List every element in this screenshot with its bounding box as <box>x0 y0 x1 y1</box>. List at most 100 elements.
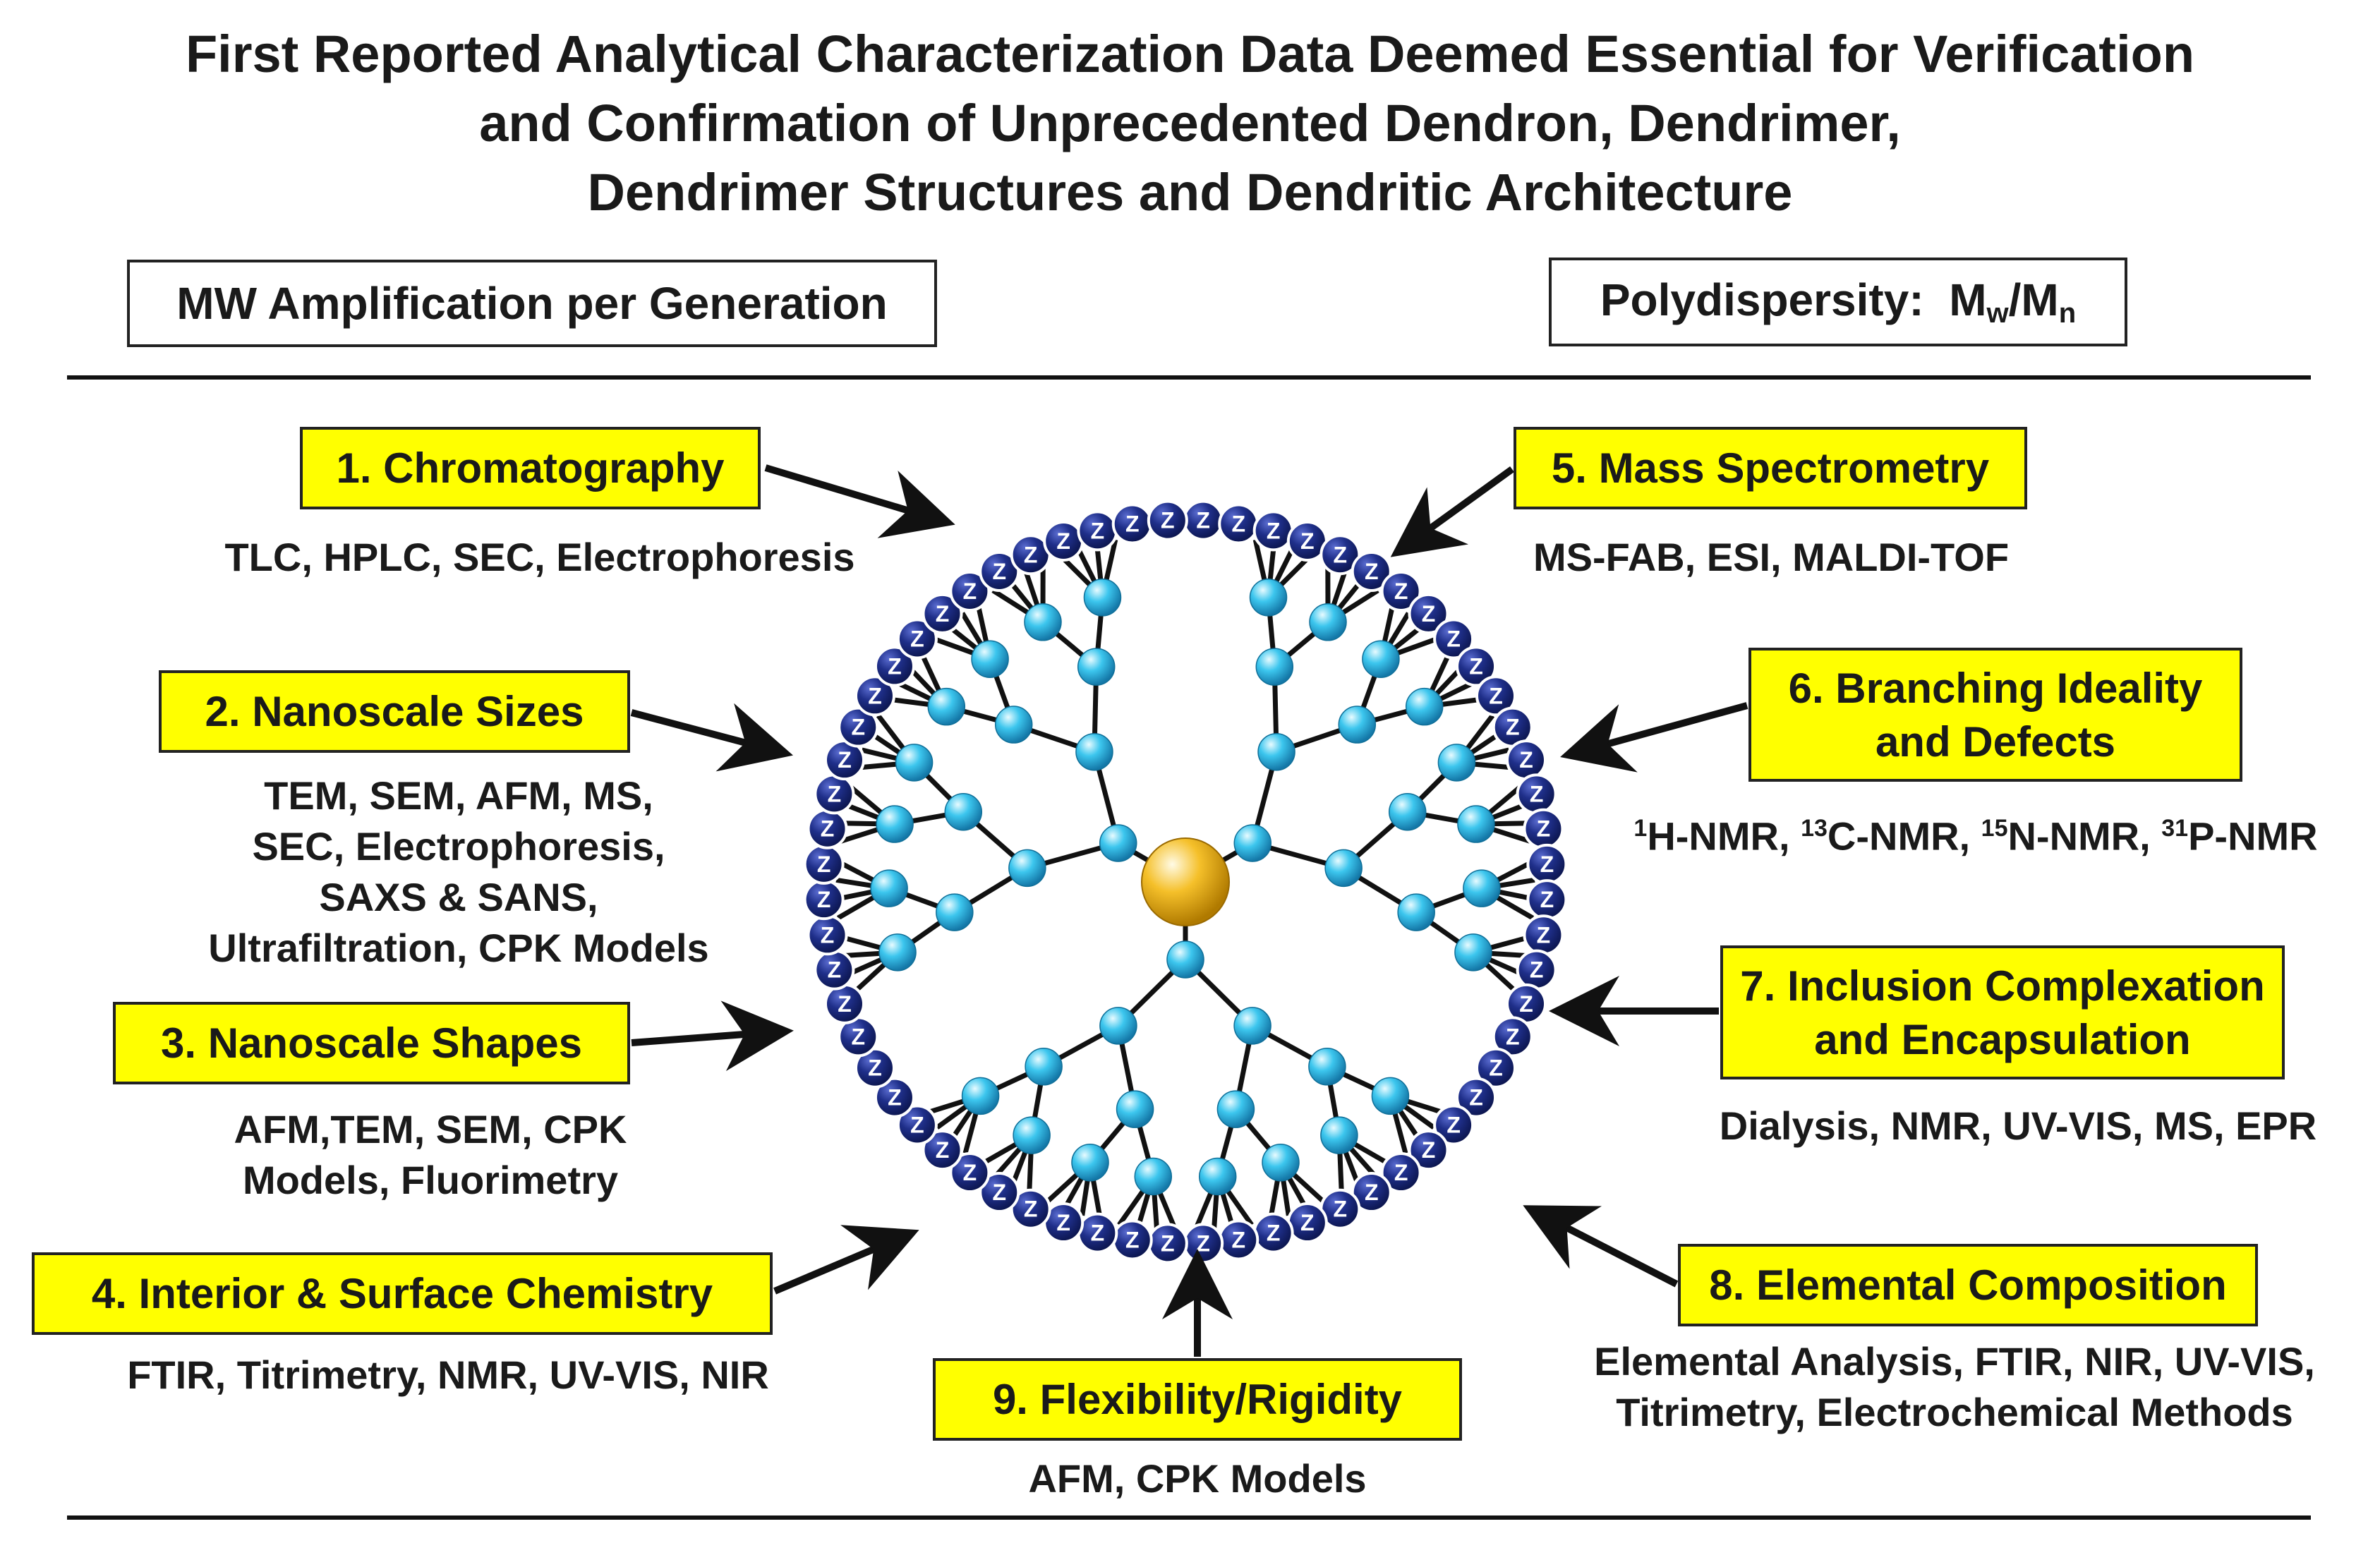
tech-nanoscale-sizes: TEM, SEM, AFM, MS, SEC, Electrophoresis,… <box>141 770 776 974</box>
branch-point-node <box>1309 603 1347 641</box>
svg-text:Z: Z <box>1024 542 1038 567</box>
svg-text:Z: Z <box>1300 528 1315 554</box>
surface-group-z: Z <box>1516 949 1557 991</box>
tech-nanoscale-sizes-line-4: Ultrafiltration, CPK Models <box>208 926 709 970</box>
tech-nanoscale-sizes-line-2: SEC, Electrophoresis, <box>252 824 665 869</box>
branch-point-node <box>876 805 914 843</box>
surface-group-z: Z <box>1043 520 1085 562</box>
svg-text:Z: Z <box>838 747 852 773</box>
branch-point-node <box>1262 1143 1300 1182</box>
surface-group-z: Z <box>896 1104 938 1146</box>
branch-point-node <box>1116 1090 1154 1128</box>
surface-group-z: Z <box>823 739 865 781</box>
tech-inclusion: Dialysis, NMR, UV-VIS, MS, EPR <box>1672 1101 2364 1151</box>
svg-text:Z: Z <box>1231 512 1245 537</box>
branch-point-node <box>994 706 1033 744</box>
branch-point-node <box>895 744 934 782</box>
method-surface-chemistry: 4. Interior & Surface Chemistry <box>32 1252 773 1335</box>
surface-group-z: Z <box>1319 1188 1361 1230</box>
svg-text:Z: Z <box>1365 559 1379 584</box>
nmr-1h: H-NMR, <box>1647 813 1801 859</box>
bottom-divider <box>67 1515 2311 1520</box>
polydispersity-n: n <box>2058 298 2077 329</box>
branch-point-node <box>1024 603 1062 641</box>
title-line-3: Dendrimer Structures and Dendritic Archi… <box>587 163 1793 222</box>
branch-point-node <box>1437 744 1476 782</box>
branch-point-node <box>1099 1007 1137 1045</box>
svg-text:Z: Z <box>1394 1160 1408 1185</box>
tech-nanoscale-shapes-line-1: AFM,TEM, SEM, CPK <box>234 1107 627 1151</box>
tech-surface-chemistry-line: FTIR, Titrimetry, NMR, UV-VIS, NIR <box>127 1353 769 1397</box>
nmr-15n: N-NMR, <box>2007 813 2162 859</box>
surface-group-z: Z <box>1456 646 1497 687</box>
surface-group-z: Z <box>1408 593 1449 634</box>
arrow-nanoscale-shapes <box>631 1000 794 1072</box>
surface-group-z: Z <box>854 1047 895 1089</box>
top-divider <box>67 375 2311 380</box>
surface-group-z: Z <box>1147 500 1188 541</box>
svg-text:Z: Z <box>1125 512 1140 537</box>
nmr-isotope-1h: 1 <box>1633 815 1648 842</box>
svg-text:Z: Z <box>1125 1227 1140 1252</box>
surface-group-z: Z <box>1183 500 1224 541</box>
svg-text:Z: Z <box>992 1180 1006 1205</box>
svg-text:Z: Z <box>868 683 882 708</box>
surface-group-z: Z <box>807 914 848 956</box>
method-branching-label-1: 6. Branching Ideality <box>1788 665 2203 712</box>
svg-text:Z: Z <box>1530 957 1544 983</box>
surface-group-z: Z <box>1252 510 1294 552</box>
svg-text:Z: Z <box>1422 601 1436 627</box>
mw-amplification-label: MW Amplification per Generation <box>176 278 888 329</box>
branch-point-node <box>1083 579 1122 617</box>
method-chromatography-label: 1. Chromatography <box>336 444 725 492</box>
surface-group-z: Z <box>949 570 991 612</box>
surface-group-z: Z <box>1456 1077 1497 1118</box>
surface-group-z: Z <box>807 808 848 849</box>
tech-chromatography-line: TLC, HPLC, SEC, Electrophoresis <box>224 535 855 579</box>
method-inclusion-label-2: and Encapsulation <box>1814 1016 2191 1063</box>
method-inclusion-label-1: 7. Inclusion Complexation <box>1740 962 2265 1010</box>
svg-text:Z: Z <box>1519 991 1533 1017</box>
branch-point-node <box>1371 1077 1410 1115</box>
surface-group-z: Z <box>1218 503 1260 545</box>
surface-group-z: Z <box>1492 706 1533 748</box>
branch-point-node <box>1320 1116 1358 1154</box>
surface-group-z: Z <box>1111 1219 1153 1261</box>
svg-text:Z: Z <box>1231 1227 1245 1252</box>
svg-text:Z: Z <box>1334 542 1348 567</box>
arrow-elemental <box>1523 1205 1679 1288</box>
branch-point-node <box>936 893 974 931</box>
branch-point-node <box>927 687 966 726</box>
svg-text:Z: Z <box>1300 1210 1315 1235</box>
surface-group-z: Z <box>1319 534 1361 576</box>
branch-point-node <box>1255 648 1294 686</box>
surface-group-z: Z <box>896 618 938 660</box>
tech-nanoscale-sizes-line-3: SAXS & SANS, <box>319 875 598 919</box>
title-line-1: First Reported Analytical Characterizati… <box>185 25 2195 83</box>
nmr-31p: P-NMR <box>2188 813 2318 859</box>
surface-group-z: Z <box>1010 534 1051 576</box>
svg-text:Z: Z <box>817 887 831 912</box>
branch-point-node <box>1134 1157 1173 1196</box>
tech-nanoscale-shapes: AFM,TEM, SEM, CPK Models, Fluorimetry <box>113 1104 748 1206</box>
svg-text:Z: Z <box>1446 626 1461 651</box>
tech-inclusion-line: Dialysis, NMR, UV-VIS, MS, EPR <box>1719 1103 2317 1148</box>
branch-point-node <box>1405 687 1444 726</box>
page-title: First Reported Analytical Characterizati… <box>0 20 2380 227</box>
method-inclusion-complexation: 7. Inclusion Complexation and Encapsulat… <box>1720 945 2285 1079</box>
mw-amplification-box: MW Amplification per Generation <box>127 260 937 347</box>
tech-elemental-line-1: Elemental Analysis, FTIR, NIR, UV-VIS, <box>1594 1339 2315 1384</box>
branch-point-node <box>1249 579 1288 617</box>
method-mass-spectrometry-label: 5. Mass Spectrometry <box>1551 444 1990 492</box>
method-mass-spectrometry: 5. Mass Spectrometry <box>1514 427 2027 509</box>
svg-text:Z: Z <box>910 1113 924 1138</box>
branch-point-node <box>944 793 983 831</box>
surface-group-z: Z <box>1433 1104 1475 1146</box>
svg-text:Z: Z <box>1422 1137 1436 1163</box>
surface-group-z: Z <box>1380 1152 1422 1194</box>
svg-text:Z: Z <box>838 991 852 1017</box>
method-nanoscale-sizes: 2. Nanoscale Sizes <box>159 670 630 753</box>
svg-text:Z: Z <box>1161 1230 1175 1256</box>
surface-group-z: Z <box>874 646 915 687</box>
svg-text:Z: Z <box>1506 1024 1520 1049</box>
